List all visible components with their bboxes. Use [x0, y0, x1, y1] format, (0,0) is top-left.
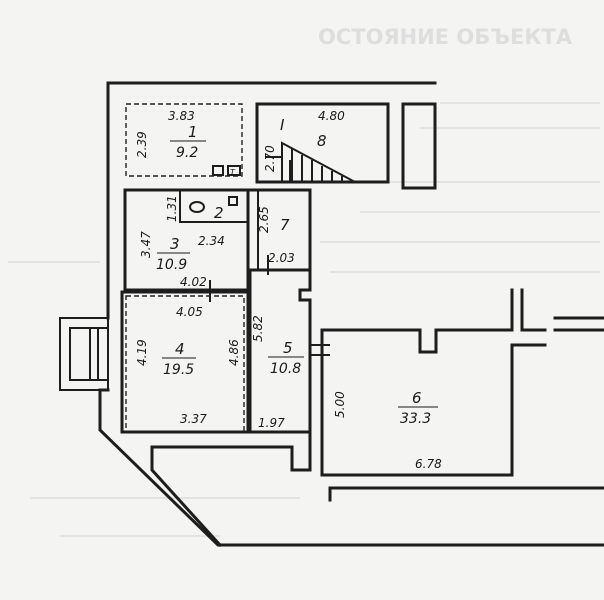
room-8-walls — [255, 102, 390, 184]
dim-r2-side: 1.31 — [165, 195, 179, 222]
entrance-porch — [59, 317, 109, 391]
room-2-number: 2 — [214, 204, 224, 222]
room-4-walls — [120, 290, 250, 434]
dim-r1-top: 3.83 — [168, 109, 195, 123]
room-1-number: 1 — [188, 123, 198, 141]
room-5-walls — [248, 268, 330, 434]
dim-r1-side: 2.39 — [135, 131, 149, 158]
room-1-outline — [125, 103, 243, 177]
dim-r7-bottom: 2.03 — [268, 251, 295, 265]
dim-r3-bottom: 4.02 — [180, 275, 207, 289]
dim-r5-bottom: 1.97 — [258, 416, 285, 430]
room-4-area: 19.5 — [163, 362, 194, 378]
dim-r4-top: 4.05 — [176, 305, 203, 319]
room-4-number: 4 — [175, 340, 185, 358]
dim-r5-side: 5.82 — [251, 315, 265, 342]
roman-numeral: I — [280, 116, 285, 134]
room-labels: 1 9.2 I 8 2 7 3 10.9 4 19.5 5 10.8 6 33.… — [156, 116, 438, 427]
dim-r6-side: 5.00 — [333, 391, 347, 418]
room-5-area: 10.8 — [270, 361, 301, 377]
dim-r6-bottom: 6.78 — [415, 457, 442, 471]
dim-r2-right: 2.65 — [257, 206, 271, 233]
room-6-walls — [320, 288, 604, 502]
room-1-area: 9.2 — [176, 145, 198, 161]
dim-r4-right: 4.86 — [227, 339, 241, 366]
room-3-number: 3 — [170, 235, 180, 253]
room-6-number: 6 — [412, 389, 422, 407]
right-room-walls — [401, 102, 437, 190]
room-6-area: 33.3 — [400, 411, 431, 427]
corridor-wall — [150, 430, 312, 472]
dim-r8-side: 2.70 — [263, 145, 277, 172]
dim-r3-side: 3.47 — [139, 231, 153, 258]
dim-r8-top: 4.80 — [318, 109, 345, 123]
dim-r3-width: 2.34 — [198, 234, 225, 248]
room-7-number: 7 — [280, 216, 290, 234]
room-8-number: 8 — [317, 132, 327, 150]
room-5-number: 5 — [283, 339, 293, 357]
dim-r4-bottom: 3.37 — [180, 412, 207, 426]
wc-mark: Т — [230, 168, 236, 177]
faded-header-title: ОСТОЯНИЕ ОБЪЕКТА — [318, 25, 573, 49]
dimension-labels: 3.83 2.39 4.80 2.70 1.31 2.65 2.34 3.47 … — [135, 109, 442, 471]
room-3-area: 10.9 — [156, 257, 187, 273]
room-3-walls — [123, 188, 312, 302]
dim-r4-left: 4.19 — [135, 339, 149, 366]
